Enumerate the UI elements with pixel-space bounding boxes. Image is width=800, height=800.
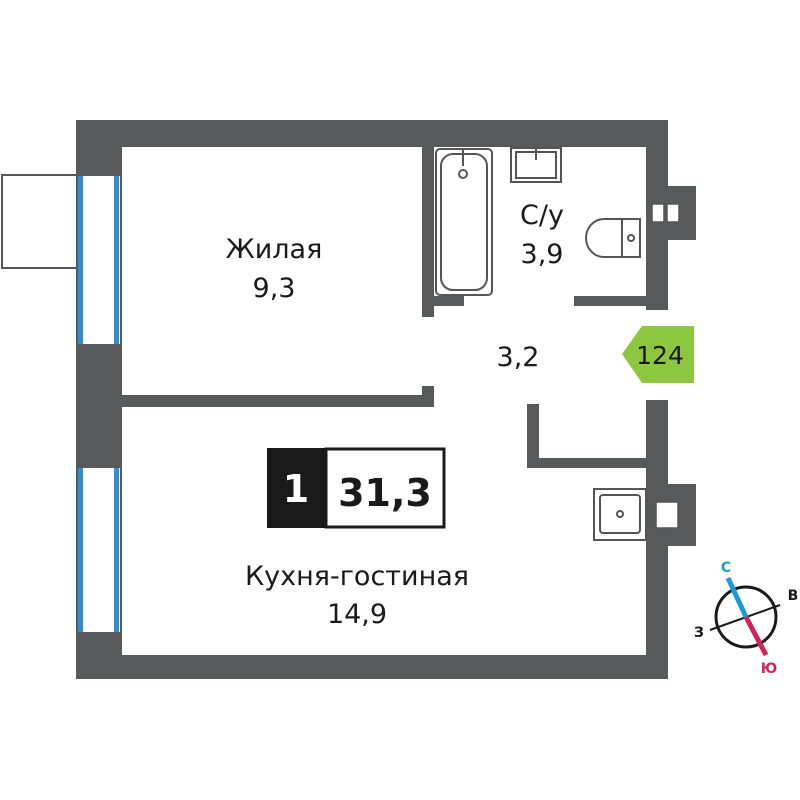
windows xyxy=(78,176,120,632)
apartment-summary: 1 31,3 xyxy=(267,447,446,529)
room-name-kitchen: Кухня-гостиная xyxy=(245,561,469,592)
balcony xyxy=(1,174,79,269)
interior-walls xyxy=(122,147,646,468)
room-area-kitchen: 14,9 xyxy=(327,599,387,630)
compass-south: Ю xyxy=(761,661,777,677)
rooms-count: 1 xyxy=(283,467,309,511)
room-area-hallway: 3,2 xyxy=(497,342,540,373)
total-area: 31,3 xyxy=(338,471,432,515)
bathtub xyxy=(435,148,493,296)
compass-west: З xyxy=(694,625,704,641)
room-name-bathroom: С/у xyxy=(520,200,564,231)
toilet xyxy=(585,218,641,258)
compass-north: С xyxy=(721,560,731,576)
bathroom-sink xyxy=(510,147,562,183)
apartment-number: 124 xyxy=(636,341,684,370)
compass-east: В xyxy=(788,588,799,604)
compass: С Ю В З xyxy=(694,560,798,677)
kitchen-sink xyxy=(593,488,647,541)
apartment-number-badge: 124 xyxy=(622,326,694,383)
room-name-living: Жилая xyxy=(226,234,323,265)
room-area-bathroom: 3,9 xyxy=(521,239,564,270)
room-area-living: 9,3 xyxy=(253,273,296,304)
vent-shafts xyxy=(651,203,680,529)
